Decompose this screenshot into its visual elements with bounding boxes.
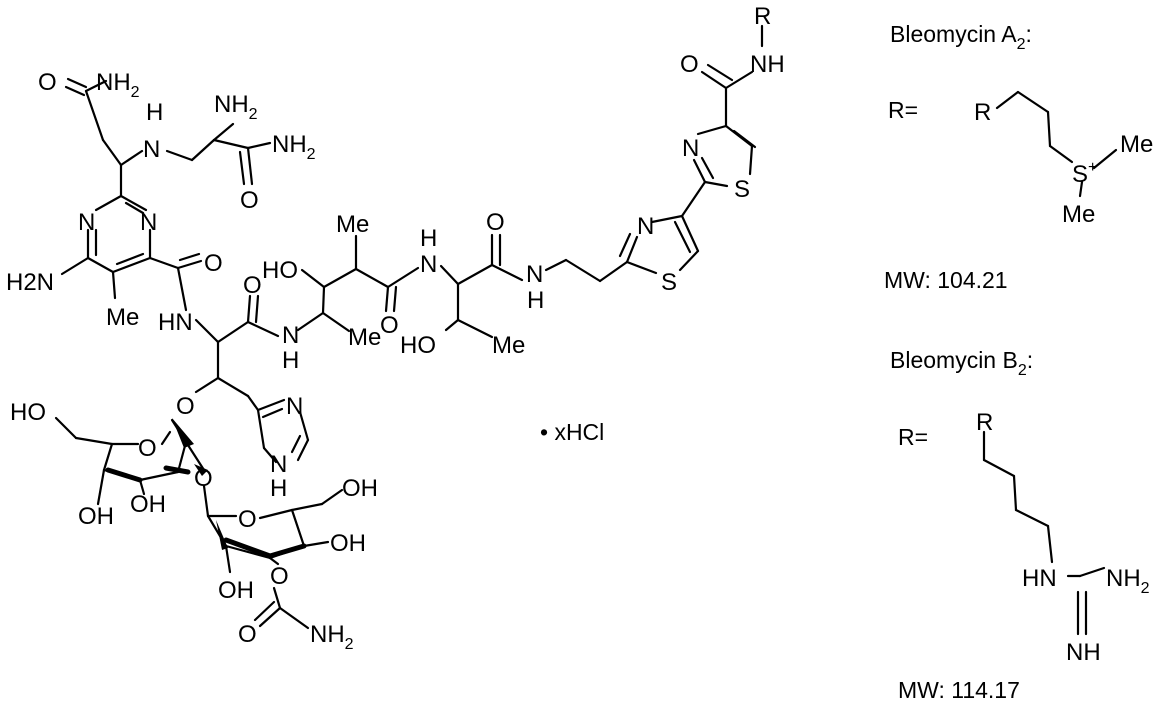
atom-oh-sugar2-top: OH (342, 475, 378, 502)
atom-o: O (38, 69, 57, 96)
atom-oh-sugar2-bottom: OH (218, 577, 254, 604)
variant-a2-r: R (974, 99, 991, 126)
variant-b2-mw: MW: 114.17 (898, 677, 1020, 703)
atom-s-thiazole1: S (661, 269, 677, 296)
atom-o-carbonyl: O (243, 272, 262, 299)
atom-nh2-carbamate: NH2 (310, 621, 354, 653)
atom-oh-sugar1a: OH (78, 503, 114, 530)
atom-o-terminal: O (680, 51, 699, 78)
atom-me-pyrimidine: Me (106, 304, 139, 331)
variant-b2-hn: HN (1022, 565, 1057, 592)
atom-n-pyrimidine-left: N (78, 209, 95, 236)
atom-nh-terminal: NH (750, 51, 785, 78)
variant-b2-r: R (976, 409, 993, 436)
atom-n-thiazole2: N (682, 135, 699, 162)
atom-o-glycosidic: O (194, 465, 213, 492)
atom-h-amide4: H (527, 287, 544, 314)
variant-b2-panel: Bleomycin B2: R= R HN NH2 NH MW: 114.17 (890, 347, 1150, 703)
variant-b2-nh2: NH2 (1106, 565, 1150, 597)
atom-ho-sugar1: HO (10, 399, 46, 426)
variant-b2-nh: NH (1066, 639, 1101, 666)
atom-h: H (146, 99, 163, 126)
atom-me-top: Me (336, 211, 369, 238)
atom-me-valerate: Me (348, 324, 381, 351)
atom-n-thiazole1: N (637, 213, 654, 240)
atom-h-amide3: H (420, 225, 437, 252)
atom-o-pyrimidine-carbonyl: O (204, 250, 223, 277)
atom-n-amide4: N (526, 261, 543, 288)
atom-nh2: NH2 (96, 69, 140, 101)
atom-oh-sugar2-right: OH (330, 530, 366, 557)
atom-o-valerate-carbonyl: O (380, 312, 399, 339)
atom-n-amide3: N (420, 251, 437, 278)
atom-s-thiazole2: S (734, 176, 750, 203)
atom-h-imidazole: H (270, 475, 287, 502)
atom-o-carbamate: O (270, 563, 289, 590)
salt-label: • xHCl (540, 419, 604, 445)
atom-o-ring1: O (138, 435, 157, 462)
atom-ho-thr: HO (400, 332, 436, 359)
atom-n-amide: N (282, 322, 299, 349)
atom-n-imidazole-top: N (286, 393, 303, 420)
atom-hn-amide: HN (158, 309, 193, 336)
variant-b2-title: Bleomycin B2: (890, 347, 1033, 379)
atom-me-thr: Me (492, 332, 525, 359)
variant-a2-r-eq: R= (888, 97, 918, 123)
atom-nh2-alpha: NH2 (214, 91, 258, 123)
variant-a2-me2: Me (1062, 201, 1095, 228)
variant-a2-title: Bleomycin A2: (890, 21, 1032, 53)
atom-r-terminal: R (754, 3, 771, 30)
atom-ho-valerate: HO (262, 257, 298, 284)
atom-o-thr-carbonyl: O (486, 209, 505, 236)
atom-o-amide: O (240, 187, 259, 214)
atom-n: N (143, 136, 160, 163)
atom-h-amide: H (282, 347, 299, 374)
atom-n-pyrimidine-right: N (140, 209, 157, 236)
variant-b2-r-eq: R= (898, 424, 928, 450)
stereo-bonds (105, 418, 307, 559)
atom-oh-sugar1b: OH (130, 491, 166, 518)
atom-n-imidazole-bottom: N (270, 451, 287, 478)
variant-a2-mw: MW: 104.21 (884, 267, 1008, 293)
variant-a2-me1: Me (1120, 131, 1153, 158)
variant-a2-s-plus: S+ (1072, 159, 1097, 188)
atom-o-ether: O (176, 393, 195, 420)
atom-labels: O NH2 H N NH2 NH2 O N N H2N Me O HN O N … (6, 3, 785, 653)
atom-o-ring2: O (238, 506, 257, 533)
atom-nh2-amide: NH2 (272, 131, 316, 163)
atom-o-carbamate-double: O (238, 621, 257, 648)
variant-a2-panel: Bleomycin A2: R= R S+ Me Me MW: 104.21 (884, 21, 1153, 293)
atom-h2n: H2N (6, 269, 54, 296)
